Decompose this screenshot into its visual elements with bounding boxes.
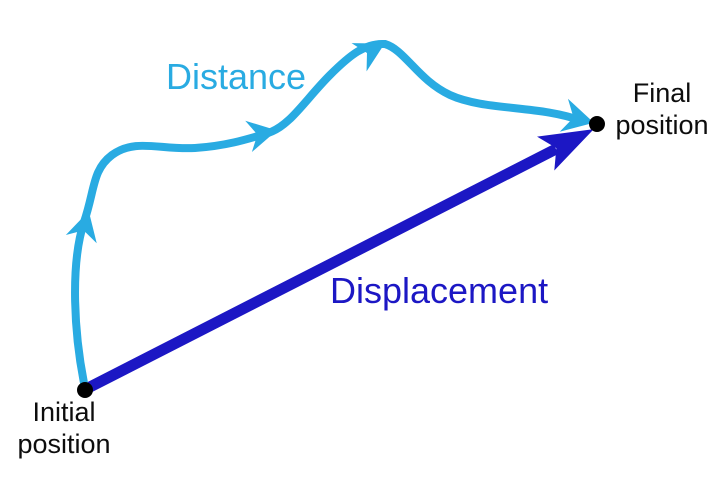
distance-arrowhead-1	[65, 211, 97, 244]
distance-arrowhead-1-shape	[65, 211, 97, 244]
displacement-label: Displacement	[330, 270, 549, 311]
distance-arrowhead-2-shape	[245, 120, 277, 153]
initial-position-label-line1: Initial	[32, 397, 96, 427]
final-position-label-line2: position	[615, 109, 709, 140]
initial-position-label: Initial position	[8, 397, 120, 461]
initial-position-label-line2: position	[17, 428, 111, 459]
distance-arrowhead-3-shape	[351, 43, 385, 72]
distance-arrowhead-2	[245, 120, 277, 153]
displacement-arrowhead	[537, 129, 594, 171]
final-position-label: Final position	[606, 78, 718, 142]
distance-arrowhead-end-shape	[559, 98, 594, 132]
distance-path	[71, 39, 586, 392]
displacement-arrowhead-shape	[537, 129, 594, 171]
distance-arrowhead-3	[351, 43, 385, 72]
distance-arrowhead-end	[559, 98, 594, 132]
displacement-arrow-shaft	[85, 144, 559, 393]
final-position-label-line1: Final	[632, 78, 692, 108]
distance-label: Distance	[166, 56, 307, 97]
final-position-dot	[589, 116, 605, 132]
initial-position-dot	[77, 382, 93, 398]
